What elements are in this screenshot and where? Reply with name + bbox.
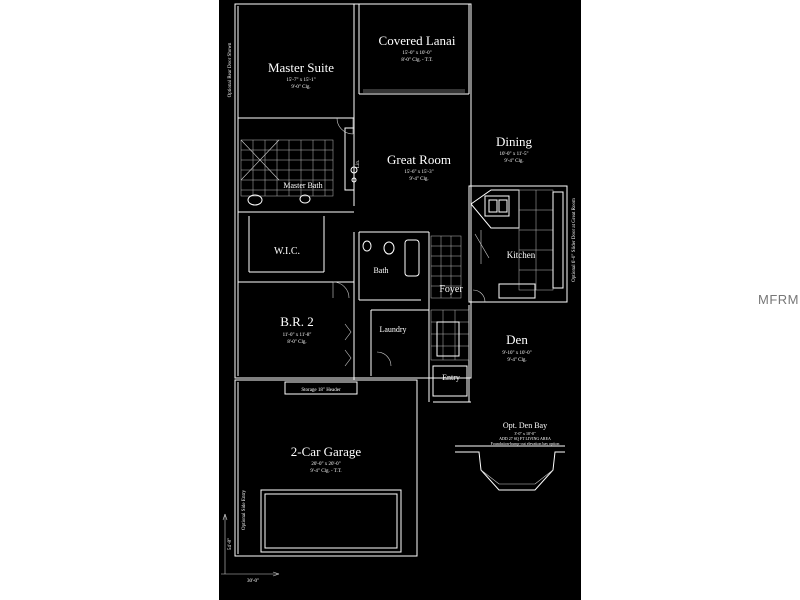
dim-horizontal-label: 30'-0" [247, 579, 259, 584]
opt-den-bay-note-1: 3'-0" x 10'-0" [514, 431, 536, 436]
foyer-name: Foyer [439, 284, 463, 295]
br2-name: B.R. 2 [280, 314, 314, 329]
master-bath-name: Master Bath [283, 181, 322, 190]
lanai-slider-door [363, 89, 465, 93]
great-room-clg: 9'-4" Clg. [409, 177, 428, 182]
door-swings [332, 117, 392, 367]
den-clg: 9'-4" Clg. [507, 358, 526, 363]
laundry-name: Laundry [379, 325, 406, 334]
dining-name: Dining [496, 134, 533, 149]
dimension-lines [221, 513, 280, 577]
linen-label: Lin. [356, 160, 361, 168]
floor-plan-drawing: Covered Lanai 15'-0" x 10'-0" 8'-0" Clg.… [221, 3, 577, 584]
wic-name: W.I.C. [274, 246, 300, 257]
foyer-tile [430, 235, 470, 397]
side-note-left: Optional Rear Door Shown [228, 42, 233, 97]
master-suite-clg: 9'-0" Clg. [291, 85, 310, 90]
br2-dims: 11'-0" x 11'-8" [283, 333, 312, 338]
garage-dims: 20'-0" x 20'-0" [311, 462, 340, 467]
side-note-right: Optional 6'-0" Slider Door at Great Room [572, 198, 577, 282]
watermark-text: MFRMLS [758, 292, 800, 307]
bath-name: Bath [373, 266, 388, 275]
den-name: Den [506, 332, 528, 347]
opt-den-bay-name: Opt. Den Bay [503, 421, 547, 430]
master-suite-dims: 15'-7" x 15'-1" [286, 78, 315, 83]
great-room-name: Great Room [387, 152, 451, 167]
garage-side-note: Optional Side Entry [242, 490, 247, 530]
entry-name: Entry [442, 373, 460, 382]
covered-lanai-clg: 8'-0" Clg. - T.T. [401, 58, 432, 63]
br2-clg: 8'-0" Clg. [287, 340, 306, 345]
room-labels: Covered Lanai 15'-0" x 10'-0" 8'-0" Clg.… [268, 33, 559, 474]
dining-clg: 9'-4" Clg. [504, 159, 523, 164]
garage-name: 2-Car Garage [291, 444, 362, 459]
opt-den-bay-note-3: Foundation-bump-out elevation bay option [491, 441, 560, 446]
master-bath-tile [240, 127, 355, 197]
bath-fixtures [247, 166, 420, 277]
dining-dims: 10'-0" x 11'-5" [499, 152, 528, 157]
garage-clg: 9'-4" Clg. - T.T. [310, 469, 341, 474]
kitchen-layout [470, 189, 564, 303]
storage-label: Storage 18" Header [301, 388, 341, 393]
garage-doors [260, 381, 402, 553]
den-dims: 9'-10" x 10'-0" [502, 351, 531, 356]
opt-den-bay-note-2: ADD 27 SQ FT LIVING AREA [499, 436, 551, 441]
kitchen-name: Kitchen [507, 250, 536, 260]
misc-labels: Storage 18" Header Lin. Optional Rear Do… [228, 42, 577, 584]
dim-vertical-label: 54'-8" [228, 538, 233, 550]
covered-lanai-name: Covered Lanai [379, 33, 456, 48]
covered-lanai-dims: 15'-0" x 10'-0" [402, 51, 431, 56]
exterior-walls [234, 3, 568, 557]
master-suite-name: Master Suite [268, 60, 334, 75]
den-bay [455, 445, 565, 491]
great-room-dims: 15'-6" x 15'-3" [404, 170, 433, 175]
floor-plan-panel: Covered Lanai 15'-0" x 10'-0" 8'-0" Clg.… [219, 0, 581, 600]
